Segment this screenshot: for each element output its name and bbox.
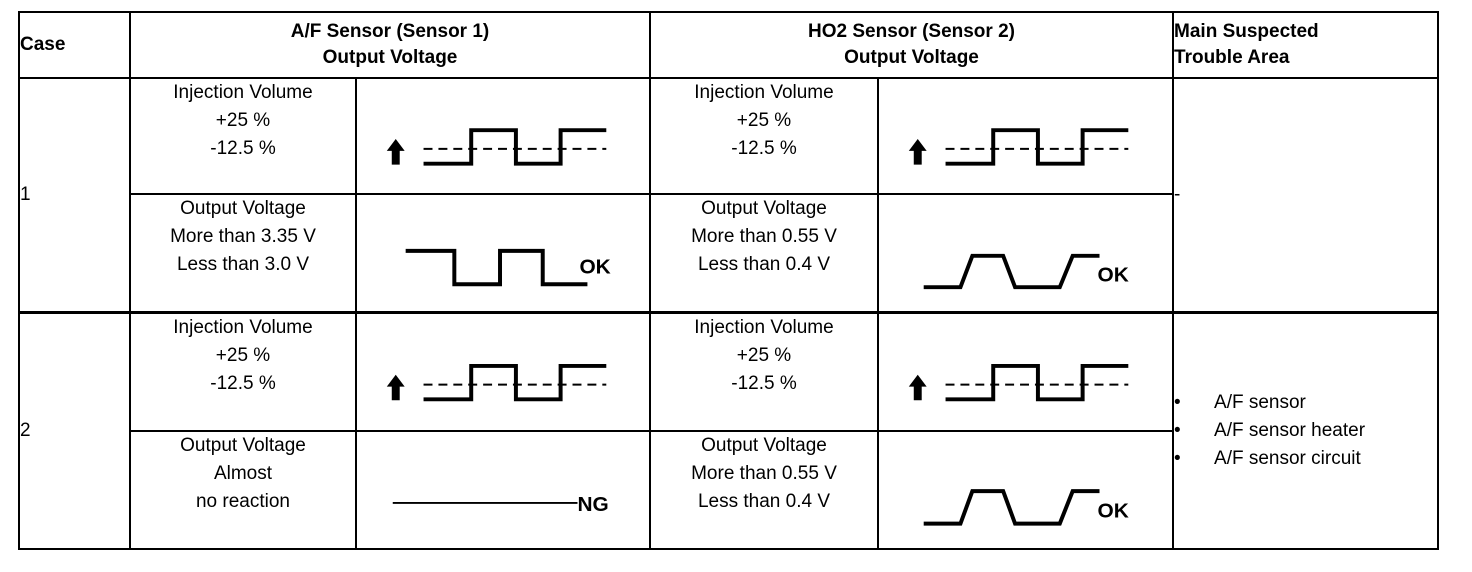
af-injection-waveform [355, 77, 651, 196]
trouble-area-item: •A/F sensor heater [1174, 417, 1437, 445]
bullet: • [1174, 448, 1181, 470]
ho2-header-line2: Output Voltage [844, 47, 979, 69]
ho2-output-waveform: OK [876, 429, 1175, 551]
ho2-output-result: OK [1098, 264, 1129, 287]
ho2-header-line1: HO2 Sensor (Sensor 2) [808, 21, 1015, 43]
area-header-line1: Main Suspected [1174, 21, 1319, 43]
ho2-sensor-header: HO2 Sensor (Sensor 2) Output Voltage [648, 10, 1175, 80]
af-injection-desc: Injection Volume+25 %-12.5 % [129, 77, 357, 196]
case-header: Case [18, 10, 131, 80]
trouble-area-list: •A/F sensor •A/F sensor heater •A/F sens… [1174, 389, 1437, 473]
case-1-injection-row: 1 Injection Volume+25 %-12.5 % Injection… [18, 77, 1440, 314]
af-injection-desc: Injection Volume+25 %-12.5 % [129, 311, 357, 432]
af-sensor-diagnosis-table: Case A/F Sensor (Sensor 1) Output Voltag… [18, 10, 1440, 551]
af-header-line1: A/F Sensor (Sensor 1) [290, 21, 490, 43]
case-number: 1 [18, 77, 131, 314]
trouble-area-case-2: •A/F sensor •A/F sensor heater •A/F sens… [1172, 311, 1440, 551]
bullet: • [1174, 392, 1181, 414]
af-output-result: OK [579, 256, 610, 279]
af-output-waveform: OK [355, 193, 651, 314]
ho2-injection-waveform [876, 77, 1175, 196]
af-output-result: NG [577, 493, 608, 516]
case-number: 2 [18, 311, 131, 551]
af-injection-waveform [355, 311, 651, 432]
bullet: • [1174, 420, 1181, 442]
trouble-area-item: •A/F sensor [1174, 389, 1437, 417]
ho2-output-result: OK [1098, 500, 1129, 523]
ho2-injection-waveform [876, 311, 1175, 432]
ho2-injection-desc: Injection Volume+25 %-12.5 % [649, 77, 879, 196]
ho2-output-waveform: OK [876, 193, 1175, 314]
af-header-line2: Output Voltage [322, 47, 458, 69]
ho2-injection-desc: Injection Volume+25 %-12.5 % [649, 311, 879, 432]
case-2-injection-row: 2 Injection Volume+25 %-12.5 % Injection… [18, 311, 1440, 551]
trouble-area-case-1: - [1172, 77, 1440, 314]
af-sensor-header: A/F Sensor (Sensor 1) Output Voltage [129, 10, 651, 80]
trouble-area-item: •A/F sensor circuit [1174, 445, 1437, 473]
area-header-line2: Trouble Area [1174, 47, 1290, 69]
trouble-area-header: Main Suspected Trouble Area [1172, 10, 1440, 80]
af-output-waveform: NG [355, 429, 651, 551]
